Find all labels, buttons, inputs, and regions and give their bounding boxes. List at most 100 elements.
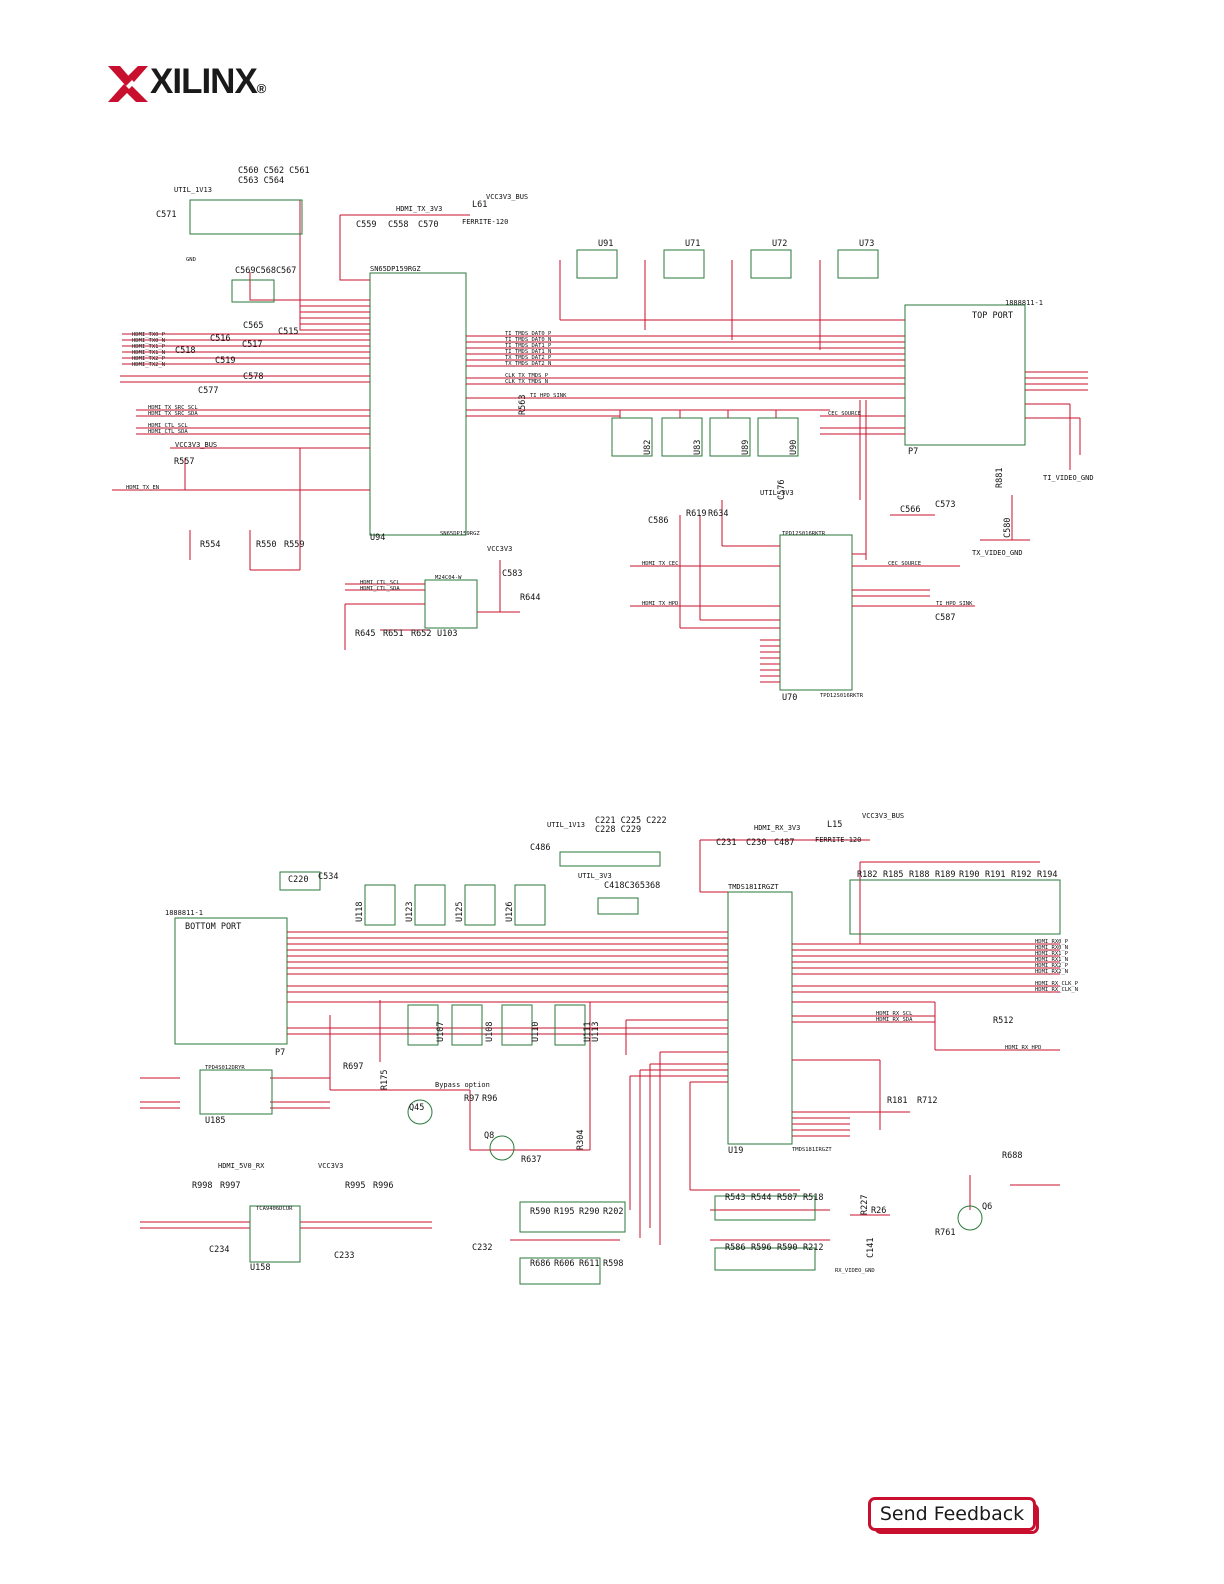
- label-u91: U91: [598, 239, 613, 249]
- label-r188: R188: [909, 870, 929, 880]
- label-r586: R586: [725, 1243, 745, 1253]
- label-u72: U72: [772, 239, 787, 249]
- label-rx-video-gnd: RX_VIDEO_GND: [835, 1268, 875, 1274]
- label-u107: U107: [436, 1022, 446, 1042]
- label-caps-bot-c: C418C365368: [604, 881, 660, 891]
- schematic-top: [112, 199, 1088, 691]
- label-r644: R644: [520, 593, 540, 603]
- schematic-bottom: [140, 839, 1061, 1285]
- label-u113: U113: [591, 1022, 601, 1042]
- label-q45: Q45: [409, 1103, 424, 1113]
- label-u126: U126: [505, 902, 515, 922]
- label-r611: R611: [579, 1259, 599, 1269]
- label-c220: C220: [288, 875, 308, 885]
- label-r761: R761: [935, 1228, 955, 1238]
- label-r195: R195: [554, 1207, 574, 1217]
- label-bot-vcc3v3-bus: VCC3V3_BUS: [862, 812, 904, 820]
- label-net-tx2n: HDMI_TX2_N: [132, 362, 165, 368]
- label-r881: R881: [995, 468, 1005, 488]
- label-r512: R512: [993, 1016, 1013, 1026]
- label-bot-vcc3v3: VCC3V3: [318, 1162, 343, 1170]
- label-u90: U90: [789, 440, 799, 455]
- label-r181: R181: [887, 1096, 907, 1106]
- label-u158: U158: [250, 1263, 270, 1273]
- label-u19-part: TMDS181IRGZT: [728, 883, 779, 891]
- label-r587: R587: [777, 1193, 797, 1203]
- label-caps-b: C563 C564: [238, 176, 284, 186]
- ic-u103-body: [424, 579, 478, 629]
- label-net-tx1n: HDMI_TX1_N: [132, 350, 165, 356]
- label-c230: C230: [746, 838, 766, 848]
- label-rail-vcc3v3: VCC3V3: [487, 545, 512, 553]
- label-l61-part: FERRITE-120: [462, 218, 508, 226]
- label-r563: R563: [518, 395, 528, 415]
- label-r598: R598: [603, 1259, 623, 1269]
- send-feedback-button[interactable]: Send Feedback: [868, 1497, 1039, 1534]
- label-c517: C517: [242, 340, 262, 350]
- label-u19-part-2: TMDS181IRGZT: [792, 1147, 832, 1153]
- label-c231: C231: [716, 838, 736, 848]
- label-u94-part-2: SN65DP159RGZ: [440, 531, 480, 537]
- label-r192: R192: [1011, 870, 1031, 880]
- connector-p7-top-body: [904, 304, 1026, 446]
- label-c570: C570: [418, 220, 438, 230]
- label-q6: Q6: [982, 1202, 992, 1212]
- label-caps-bot-b: C228 C229: [595, 825, 641, 835]
- label-r637: R637: [521, 1155, 541, 1165]
- brand-registered-mark: ®: [256, 81, 267, 96]
- label-c232: C232: [472, 1243, 492, 1253]
- label-net-hpd-sink-2: TI_HPD_SINK: [936, 601, 973, 607]
- label-rail-util-1v13: UTIL_1V13: [174, 186, 212, 194]
- label-net-tx0p: HDMI_TX0_P: [132, 332, 166, 338]
- label-r202: R202: [603, 1207, 623, 1217]
- label-net-clkp: CLK_TX_TMDS_P: [505, 373, 549, 379]
- label-r590b: R590: [777, 1243, 797, 1253]
- label-r26: R26: [871, 1206, 886, 1216]
- label-c487: C487: [774, 838, 794, 848]
- label-c586: C586: [648, 516, 668, 526]
- label-net-rx-scl: HDMI_RX_SCL: [876, 1011, 913, 1017]
- label-rail-util-3v3: UTIL_3V3: [760, 489, 794, 497]
- label-net-tx-hpd: HDMI_TX_HPD: [642, 601, 678, 607]
- label-net-hpd-sink: TI_HPD_SINK: [530, 393, 567, 399]
- label-net-ctl-scl: HDMI_CTL_SCL: [148, 423, 188, 429]
- label-c519: C519: [215, 356, 235, 366]
- label-c580: C566: [900, 505, 920, 515]
- label-c573: C580: [1003, 518, 1013, 538]
- label-l15: L15: [827, 820, 842, 830]
- label-u158-part: TCA9406DCUR: [256, 1206, 293, 1212]
- label-u83: U83: [693, 440, 703, 455]
- label-r998: R998: [192, 1181, 212, 1191]
- label-net-dat1p: TI_TMDS_DAT1_P: [505, 343, 552, 349]
- label-c233: C233: [334, 1251, 354, 1261]
- label-rail-vcc3v3-bus-2: VCC3V3_BUS: [175, 441, 217, 449]
- label-u89: U89: [741, 440, 751, 455]
- label-u94-part: SN65DP159RGZ: [370, 265, 421, 273]
- label-c577: C577: [198, 386, 218, 396]
- label-u70-part-2: TPD12S016RKTR: [820, 693, 864, 699]
- label-r544: R544: [751, 1193, 771, 1203]
- ic-u94-body: [369, 272, 467, 536]
- label-bot-util-3v3: UTIL_3V3: [578, 872, 612, 880]
- label-bot-hdmi-5v0-rx: HDMI_5V0_RX: [218, 1162, 265, 1170]
- label-net-ctl-sda-2: HDMI_CTL_SDA: [360, 586, 400, 592]
- label-net-tx2p: HDMI_TX2_P: [132, 356, 166, 362]
- label-r185: R185: [883, 870, 903, 880]
- label-p7-top-part: 1888811-1: [1005, 299, 1043, 307]
- label-net-cec-source: CEC_SOURCE: [828, 411, 861, 417]
- label-r634: R634: [708, 509, 728, 519]
- label-r996: R996: [373, 1181, 393, 1191]
- xilinx-logo-mark: [108, 66, 148, 102]
- label-r554: R554: [200, 540, 220, 550]
- label-r191: R191: [985, 870, 1005, 880]
- label-r645: R645: [355, 629, 375, 639]
- label-net-tx1p: HDMI_TX1_P: [132, 344, 166, 350]
- label-c486: C486: [530, 843, 550, 853]
- label-u103: U103: [437, 629, 457, 639]
- label-net-ctl-sda: HDMI_CTL_SDA: [148, 429, 188, 435]
- label-u82: U82: [643, 440, 653, 455]
- label-r304: R304: [576, 1130, 586, 1150]
- label-net-tx-cec: HDMI_TX_CEC: [642, 561, 678, 567]
- brand-wordmark: XILINX®: [150, 62, 267, 102]
